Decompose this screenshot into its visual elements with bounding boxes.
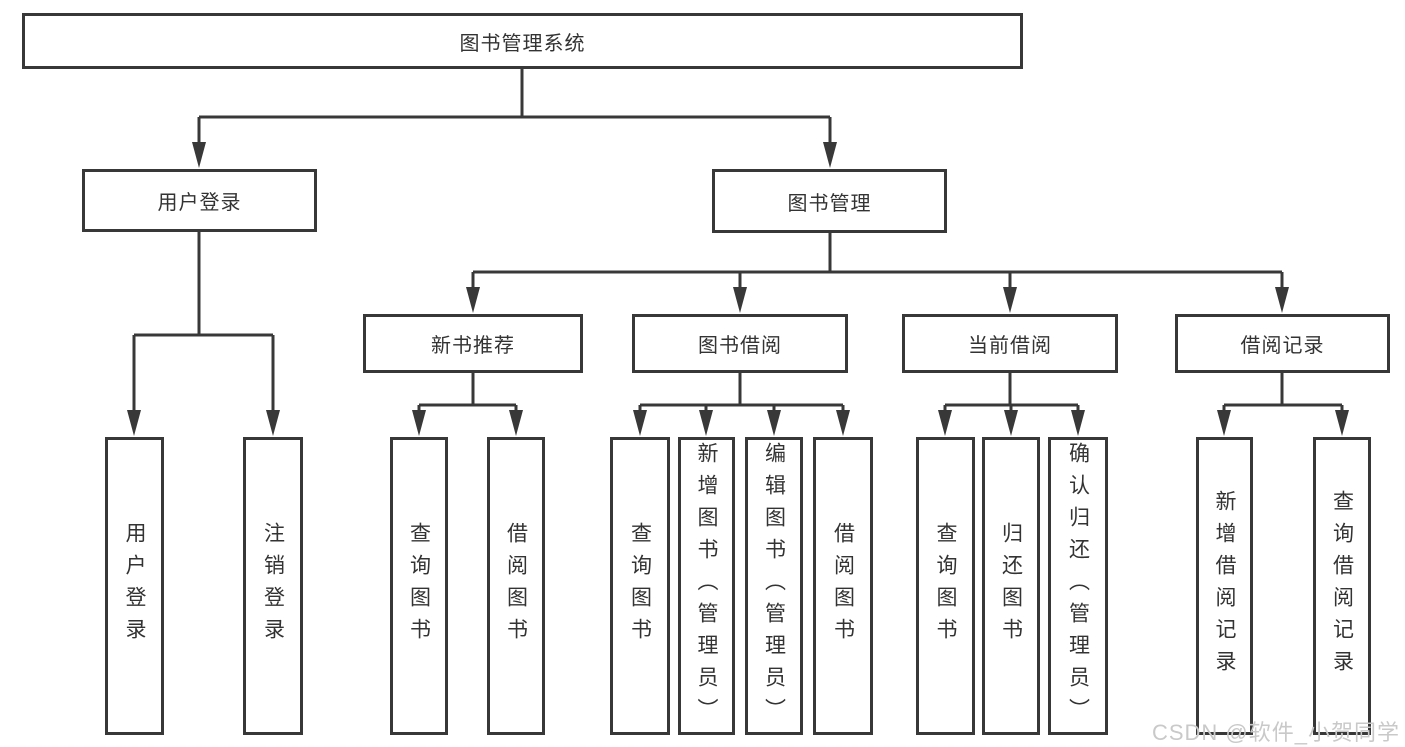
node-leaf-add-borrow-record: 新增借阅记录 [1196, 437, 1253, 735]
node-borrow-records: 借阅记录 [1175, 314, 1390, 373]
node-label: 图书管理系统 [459, 32, 586, 55]
node-new-book-recommend: 新书推荐 [363, 314, 583, 373]
arrowhead-group [127, 142, 1349, 436]
node-label: 查询借阅记录 [1330, 490, 1354, 682]
node-leaf-query-books-3: 查询图书 [916, 437, 975, 735]
node-leaf-confirm-return-admin: 确认归还（管理员） [1048, 437, 1108, 735]
node-label: 用户登录 [123, 522, 146, 650]
node-leaf-user-login: 用户登录 [105, 437, 164, 735]
node-leaf-add-books-admin: 新增图书（管理员） [678, 437, 735, 735]
node-library-management-system: 图书管理系统 [22, 13, 1023, 69]
node-label: 图书借阅 [698, 335, 782, 357]
node-label: 编辑图书（管理员） [762, 442, 786, 730]
node-leaf-borrow-books: 借阅图书 [487, 437, 545, 735]
node-book-management: 图书管理 [712, 169, 947, 233]
node-label: 注销登录 [261, 522, 285, 650]
node-leaf-edit-books-admin: 编辑图书（管理员） [745, 437, 803, 735]
node-leaf-query-books: 查询图书 [390, 437, 448, 735]
node-label: 确认归还（管理员） [1066, 442, 1090, 730]
node-label: 查询图书 [628, 522, 652, 650]
node-book-borrow: 图书借阅 [632, 314, 848, 373]
node-leaf-query-books-2: 查询图书 [610, 437, 670, 735]
node-label: 借阅记录 [1240, 335, 1325, 357]
node-current-borrow: 当前借阅 [902, 314, 1118, 373]
node-leaf-borrow-books-2: 借阅图书 [813, 437, 873, 735]
node-label: 归还图书 [999, 522, 1023, 650]
node-label: 查询图书 [407, 522, 431, 650]
node-label: 当前借阅 [968, 335, 1052, 357]
node-label: 查询图书 [934, 522, 957, 650]
node-label: 借阅图书 [504, 522, 528, 650]
node-leaf-query-borrow-record: 查询借阅记录 [1313, 437, 1371, 735]
csdn-watermark: CSDN @软件_小贺同学 [1151, 720, 1400, 745]
node-label: 新增图书（管理员） [695, 442, 718, 730]
node-label: 新书推荐 [431, 335, 515, 357]
node-leaf-return-books: 归还图书 [982, 437, 1040, 735]
node-leaf-logout: 注销登录 [243, 437, 303, 735]
node-label: 图书管理 [787, 192, 872, 215]
node-label: 新增借阅记录 [1213, 490, 1236, 682]
node-label: 借阅图书 [831, 522, 855, 650]
node-user-login: 用户登录 [82, 169, 317, 232]
node-label: 用户登录 [157, 192, 242, 214]
